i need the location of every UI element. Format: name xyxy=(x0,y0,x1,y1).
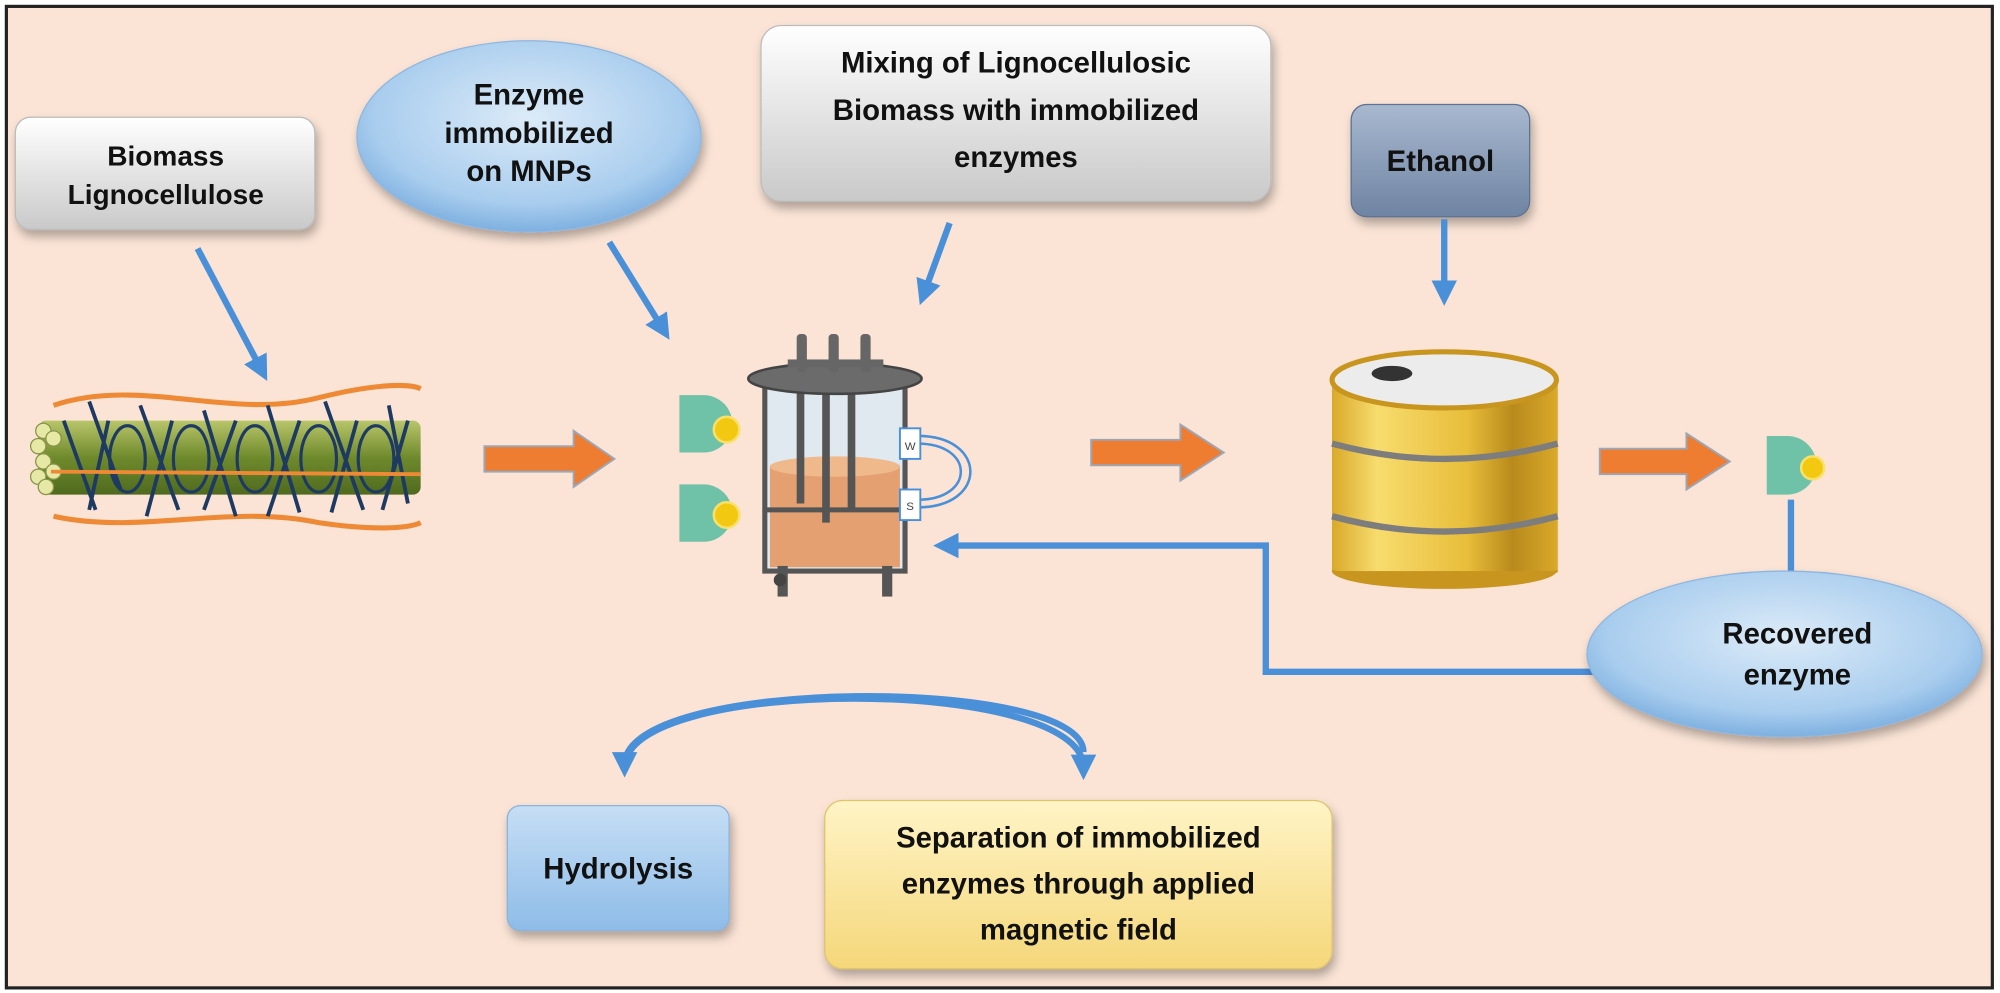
separation-label-line1: Separation of immobilized xyxy=(896,822,1261,855)
arrow-mixing-to-reactor xyxy=(916,221,953,306)
mixing-box: Mixing of Lignocellulosic Biomass with i… xyxy=(760,24,1272,203)
mixing-label-line3: enzymes xyxy=(954,141,1078,174)
hydrolysis-box: Hydrolysis xyxy=(506,804,730,932)
recovered-label-line1: Recovered xyxy=(1722,618,1872,651)
biomass-label-line2: Lignocellulose xyxy=(68,179,264,210)
hydrolysis-label: Hydrolysis xyxy=(543,852,693,885)
port-w xyxy=(898,427,922,460)
immobilized-enzymes xyxy=(679,395,741,542)
arrow-biomass-to-fiber xyxy=(194,247,268,381)
process-arrows xyxy=(483,422,1732,492)
biomass-label-line1: Biomass xyxy=(107,141,224,172)
enzyme-immobilized-ellipse: Enzyme immobilized on MNPs xyxy=(356,40,702,233)
arrow-recycle-to-reactor xyxy=(933,532,1594,675)
separation-box: Separation of immobilized enzymes throug… xyxy=(824,799,1333,970)
mixing-label-line1: Mixing of Lignocellulosic xyxy=(841,47,1191,80)
arch-arrow-left xyxy=(611,693,1087,778)
enzyme-label-line3: on MNPs xyxy=(466,155,591,188)
port-s-label: S xyxy=(906,501,914,513)
ethanol-box: Ethanol xyxy=(1350,103,1531,218)
port-w-label: W xyxy=(905,441,916,453)
recovered-enzyme-ellipse: Recovered enzyme xyxy=(1586,570,1983,738)
recovered-label-line2: enzyme xyxy=(1744,659,1851,692)
separation-label-line3: magnetic field xyxy=(980,913,1177,946)
separation-label-line2: enzymes through applied xyxy=(902,868,1255,901)
enzyme-label-line2: immobilized xyxy=(444,117,613,150)
process-arrow-2 xyxy=(1090,422,1226,483)
enzyme-mnp-icon xyxy=(679,395,741,453)
enzyme-mnp-icon xyxy=(679,484,741,542)
ethanol-barrel-icon xyxy=(1329,349,1559,589)
mixing-label-line2: Biomass with immobilized xyxy=(833,94,1199,127)
lignocellulose-fiber-illustration xyxy=(29,382,422,531)
enzyme-label-line1: Enzyme xyxy=(474,79,585,112)
enzyme-mnp-icon xyxy=(1766,435,1826,495)
ethanol-label: Ethanol xyxy=(1387,145,1494,178)
arrow-enzyme-to-reactor xyxy=(606,240,670,340)
process-arrow-1 xyxy=(483,429,617,489)
process-arrow-3 xyxy=(1598,431,1732,492)
port-s xyxy=(898,488,922,522)
biomass-lignocellulose-box: Biomass Lignocellulose xyxy=(14,116,316,231)
bioreactor-icon: W S xyxy=(746,333,972,597)
